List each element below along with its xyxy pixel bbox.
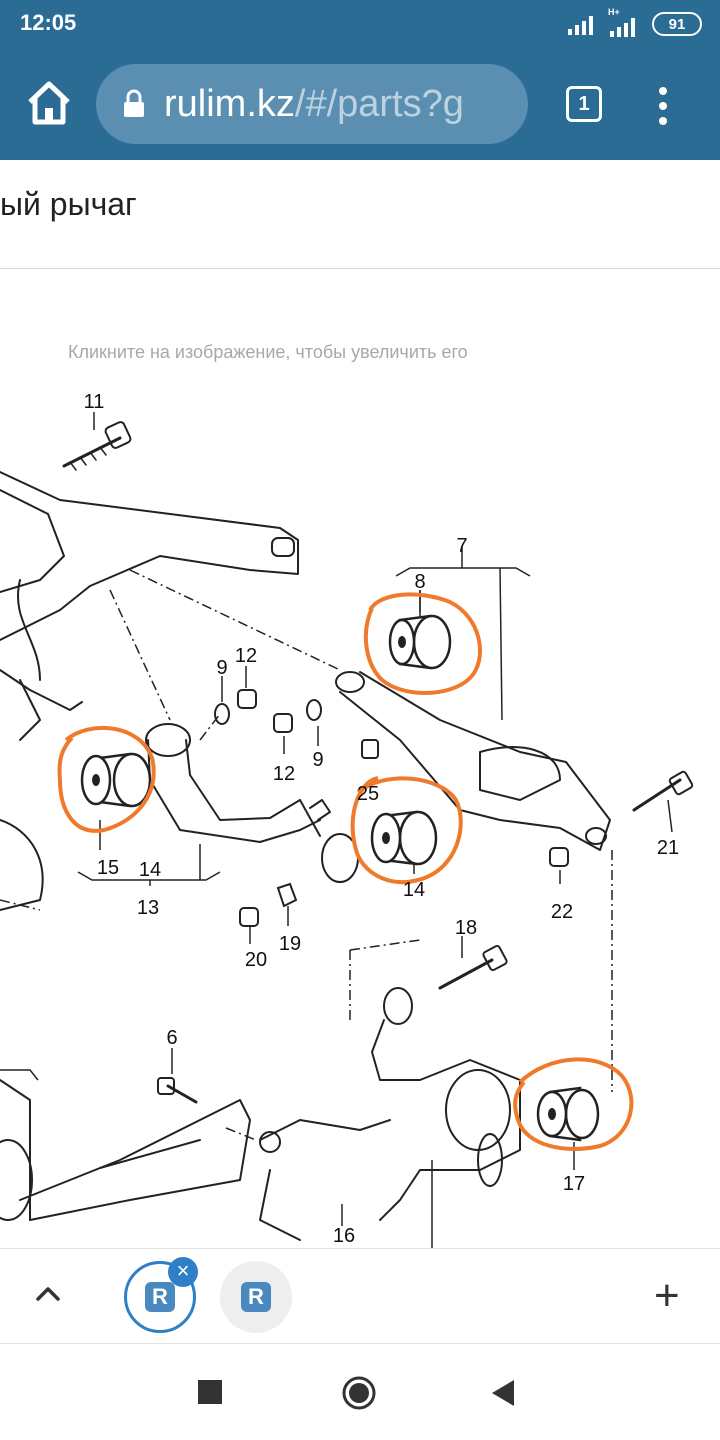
part-label[interactable]: 11 (84, 391, 105, 413)
home-nav-icon[interactable] (342, 1376, 376, 1410)
part-label[interactable]: 19 (279, 933, 301, 955)
browser-toolbar: 12:05 H+ 91 rulim.kz/#/parts?g 1 (0, 0, 720, 160)
part-label[interactable]: 9 (216, 657, 227, 679)
tab-thumbnail[interactable]: R (220, 1261, 292, 1333)
system-nav-bar (0, 1344, 720, 1440)
part-label[interactable]: 14 (139, 859, 161, 881)
status-icons: H+ 91 (568, 7, 702, 38)
chevron-up-icon[interactable] (30, 1275, 66, 1311)
divider (0, 268, 720, 269)
site-logo-icon: R (145, 1282, 175, 1312)
part-label[interactable]: 16 (333, 1225, 355, 1247)
url-bar[interactable]: rulim.kz/#/parts?g (96, 64, 528, 144)
signal-hplus-icon: H+ (608, 7, 642, 37)
part-label[interactable]: 22 (551, 901, 573, 923)
url-text: rulim.kz/#/parts?g (164, 82, 464, 125)
lock-icon (124, 89, 144, 117)
part-label[interactable]: 17 (563, 1173, 585, 1195)
part-label[interactable]: 25 (357, 783, 379, 805)
part-label[interactable]: 9 (312, 749, 323, 771)
tab-bar: R × R + (0, 1248, 720, 1344)
part-label[interactable]: 6 (166, 1027, 177, 1049)
tab-switcher-button[interactable]: 1 (566, 86, 602, 122)
part-label[interactable]: 7 (456, 535, 467, 557)
part-label[interactable]: 12 (273, 763, 295, 785)
home-icon[interactable] (24, 78, 74, 128)
new-tab-button[interactable]: + (654, 1271, 680, 1320)
part-label[interactable]: 13 (137, 897, 159, 919)
close-icon[interactable]: × (168, 1257, 198, 1287)
parts-diagram[interactable]: 11 7 8 9 12 12 9 25 15 14 13 14 21 22 20… (0, 380, 720, 1248)
signal-icon (568, 16, 593, 35)
highlight-marks (57, 592, 634, 1151)
tab-thumbnail-active[interactable]: R (124, 1261, 196, 1333)
more-menu-icon[interactable] (656, 86, 670, 126)
part-label[interactable]: 15 (97, 857, 119, 879)
part-label[interactable]: 20 (245, 949, 267, 971)
page-title: ый рычаг (0, 186, 137, 222)
battery-icon: 91 (652, 12, 702, 36)
part-label[interactable]: 12 (235, 645, 257, 667)
recents-icon[interactable] (198, 1380, 222, 1404)
part-label[interactable]: 21 (657, 837, 679, 859)
part-label[interactable]: 18 (455, 917, 477, 939)
part-label[interactable]: 8 (414, 571, 425, 593)
zoom-hint: Кликните на изображение, чтобы увеличить… (68, 342, 468, 362)
site-logo-icon: R (241, 1282, 271, 1312)
status-time: 12:05 (20, 10, 77, 35)
part-label[interactable]: 14 (403, 879, 425, 901)
back-icon[interactable] (492, 1380, 516, 1406)
